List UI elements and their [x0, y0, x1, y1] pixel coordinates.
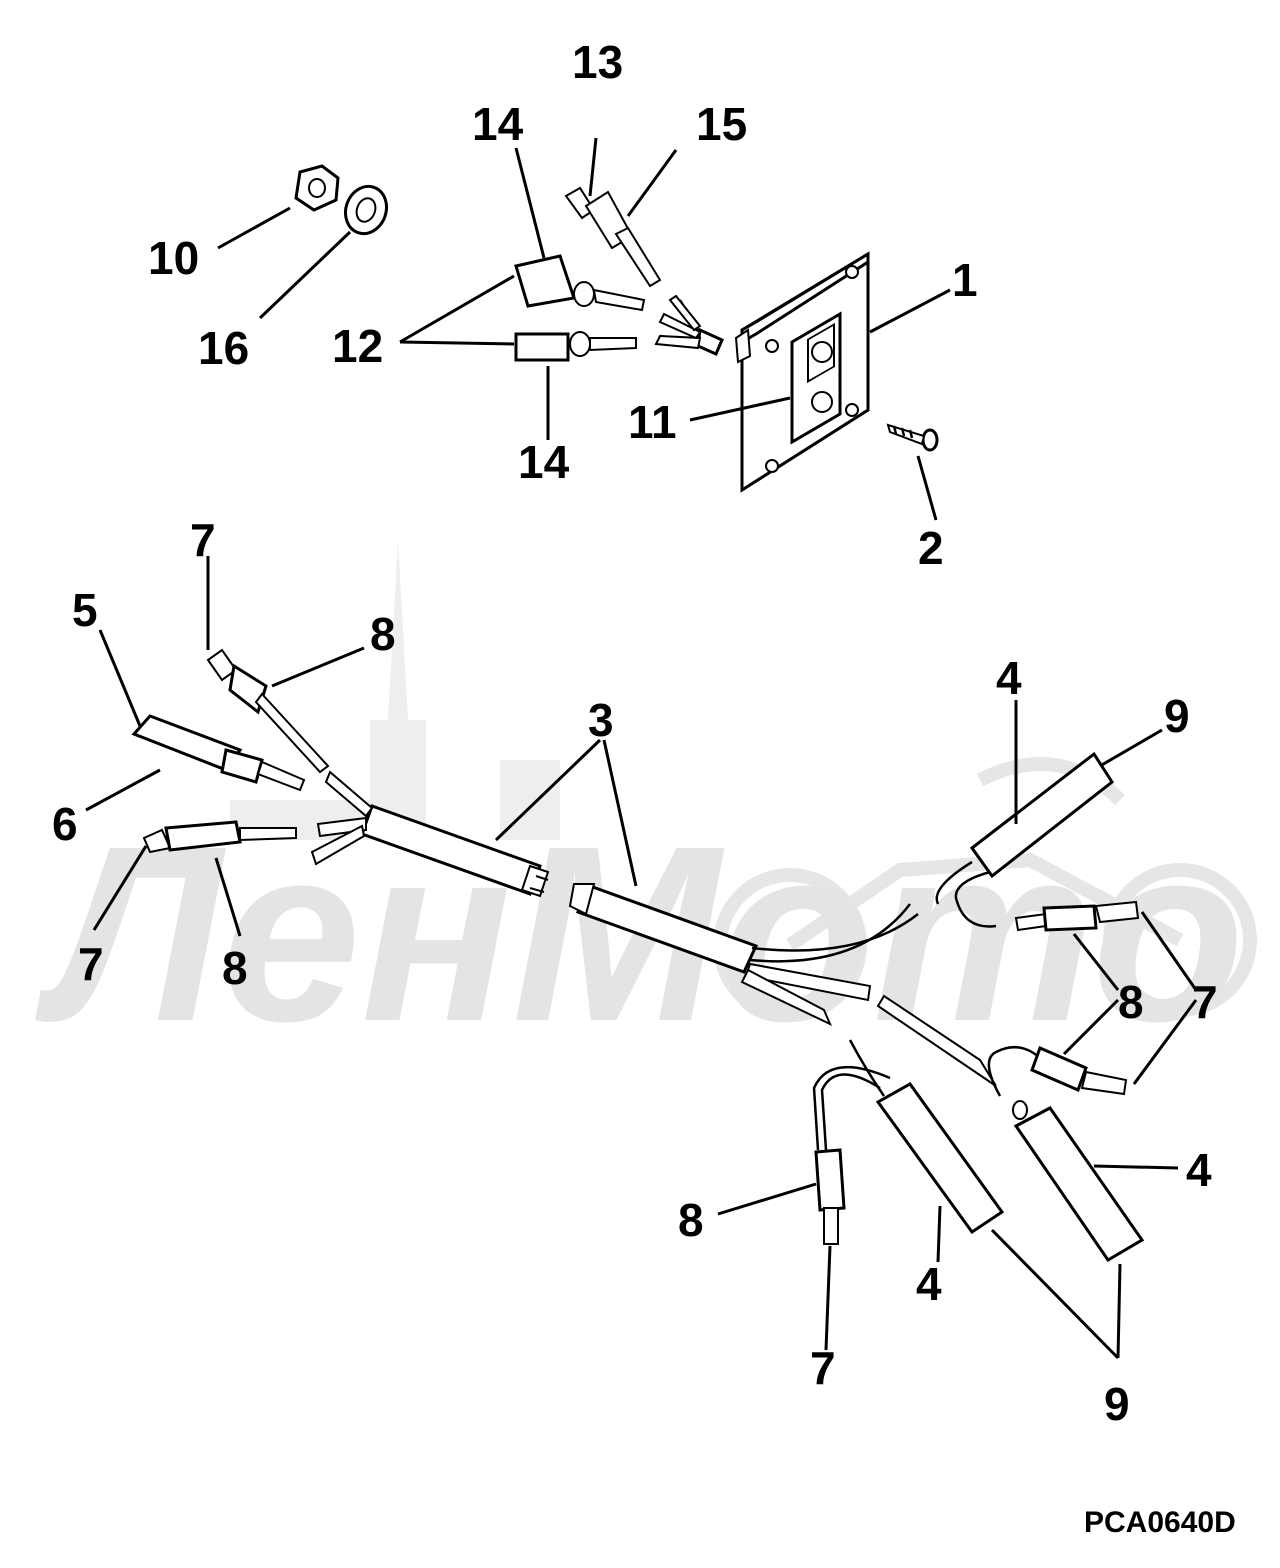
callout-3: 3 — [588, 694, 614, 746]
callout-14-upper: 14 — [472, 98, 524, 150]
harness-left-wires-icon — [310, 770, 374, 866]
callout-1: 1 — [952, 254, 978, 306]
callout-12: 12 — [332, 320, 383, 372]
callout-5: 5 — [72, 584, 98, 636]
male-connector-bottom-icon — [814, 1148, 846, 1245]
callout-8-right: 8 — [1118, 976, 1144, 1028]
callout-7-top-left: 7 — [190, 514, 216, 566]
callout-14-lower: 14 — [518, 436, 570, 488]
leader-lines — [85, 137, 1198, 1360]
callout-4-bottom: 4 — [916, 1258, 942, 1310]
sleeve-lower-right-icon — [1012, 1100, 1145, 1263]
harness-right-wires-icon — [740, 903, 997, 1087]
female-terminal-upper-icon — [514, 254, 646, 312]
callout-13: 13 — [572, 36, 623, 88]
callout-6: 6 — [52, 798, 78, 850]
callout-11: 11 — [628, 396, 677, 448]
callout-15: 15 — [696, 98, 747, 150]
callout-4-right: 4 — [1186, 1144, 1212, 1196]
rocker-switch-icon — [790, 311, 842, 445]
sleeve-upper-right-icon — [935, 751, 1115, 928]
callout-8-bottom: 8 — [678, 1194, 704, 1246]
callout-16: 16 — [198, 322, 249, 374]
female-connector-5-icon — [131, 714, 306, 792]
female-terminal-lower-icon — [514, 331, 637, 362]
male-terminal-icon — [564, 186, 662, 288]
screw-icon — [886, 423, 939, 452]
callout-10: 10 — [148, 232, 199, 284]
hex-nut-icon — [294, 164, 340, 212]
harness-sheath-left-icon — [360, 804, 550, 898]
switch-panel-icon — [734, 251, 870, 493]
male-connector-upper-left-icon — [206, 648, 330, 774]
callout-4-top-right: 4 — [996, 652, 1022, 704]
callout-7-bottom: 7 — [810, 1342, 836, 1394]
switch-panel-assembly — [294, 164, 939, 493]
callout-2: 2 — [918, 522, 944, 574]
washer-icon — [343, 184, 389, 236]
sleeve-lower-middle-icon — [812, 1039, 1005, 1235]
callout-9-bottom: 9 — [1104, 1378, 1130, 1430]
male-connector-right-top-icon — [1014, 900, 1140, 932]
male-connector-lower-left-icon — [142, 820, 297, 854]
panel-pigtail-icon — [654, 294, 724, 356]
callout-8-bottom-left: 8 — [222, 942, 248, 994]
callout-9-top-right: 9 — [1164, 690, 1190, 742]
harness-sheath-right-icon — [568, 883, 759, 974]
callout-8-top-left: 8 — [370, 608, 396, 660]
callout-7-bottom-left: 7 — [78, 938, 104, 990]
drawing-code: PCA0640D — [1084, 1506, 1236, 1539]
callout-labels: 13 14 15 10 16 12 14 1 11 2 7 8 5 6 7 8 … — [52, 36, 1218, 1430]
male-connector-right-bottom-icon — [987, 1045, 1128, 1097]
callout-7-right: 7 — [1192, 976, 1218, 1028]
wire-harness-assembly — [131, 648, 1145, 1263]
